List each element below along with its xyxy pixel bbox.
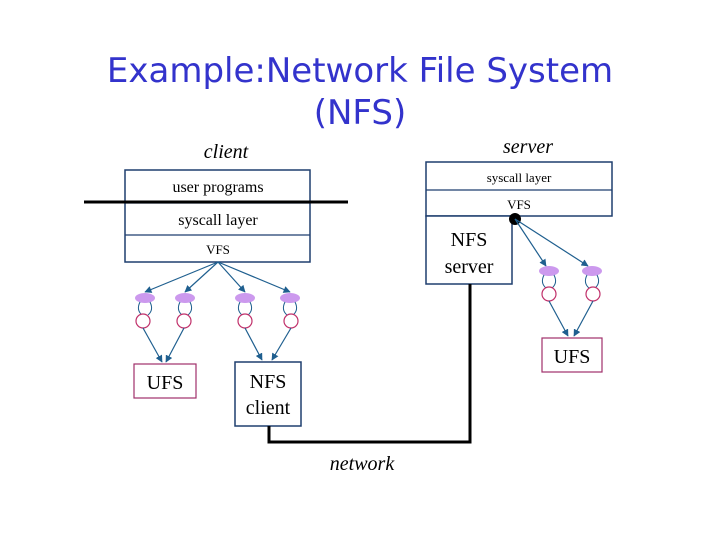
server-ufs-box: UFS xyxy=(541,337,603,373)
client-vnodes xyxy=(135,293,300,303)
client-vnode-inode-links xyxy=(137,301,298,316)
vnode-icon xyxy=(582,266,602,276)
inode-icon xyxy=(585,286,601,302)
title-line-1: Example:Network File System xyxy=(106,51,614,91)
server-layer-vfs: VFS xyxy=(507,197,531,212)
inode-icon xyxy=(135,313,151,329)
nfs-server-line-2: server xyxy=(445,256,494,278)
client-label: client xyxy=(204,141,249,163)
client-layer-user-programs: user programs xyxy=(172,179,263,196)
server-stack: syscall layer VFS xyxy=(425,161,613,217)
nfs-client-line-2: client xyxy=(246,397,291,419)
server-inodes xyxy=(541,286,601,302)
vnode-icon xyxy=(235,293,255,303)
nfs-server-box: NFS server xyxy=(425,215,513,285)
client-inodes xyxy=(135,313,299,329)
client-ufs-label: UFS xyxy=(147,372,184,394)
slide-title: Example:Network File System (NFS) xyxy=(0,50,720,134)
server-vnode-inode-links xyxy=(541,274,600,289)
client-fs-arrows xyxy=(142,327,292,363)
server-ufs-label: UFS xyxy=(554,346,591,368)
client-layer-vfs: VFS xyxy=(206,242,230,257)
nfs-server-line-1: NFS xyxy=(451,229,488,251)
inode-icon xyxy=(283,313,299,329)
server-vnodes xyxy=(539,266,602,276)
client-layer-syscall: syscall layer xyxy=(178,212,258,229)
client-vfs-arrows xyxy=(144,261,291,293)
inode-icon xyxy=(541,286,557,302)
server-label: server xyxy=(503,136,553,158)
nfs-client-box: NFS client xyxy=(234,361,302,427)
client-ufs-box: UFS xyxy=(133,363,197,399)
network-label: network xyxy=(330,453,396,475)
vnode-icon xyxy=(539,266,559,276)
client-stack: user programs syscall layer VFS xyxy=(124,169,311,263)
inode-icon xyxy=(237,313,253,329)
vnode-icon xyxy=(280,293,300,303)
server-fs-arrows xyxy=(548,300,594,337)
inode-icon xyxy=(176,313,192,329)
network-line xyxy=(267,284,472,444)
vnode-icon xyxy=(135,293,155,303)
title-line-2: (NFS) xyxy=(313,93,407,133)
vnode-icon xyxy=(175,293,195,303)
server-vfs-arrows xyxy=(514,218,589,267)
server-layer-syscall: syscall layer xyxy=(487,170,552,185)
nfs-client-line-1: NFS xyxy=(250,371,287,393)
